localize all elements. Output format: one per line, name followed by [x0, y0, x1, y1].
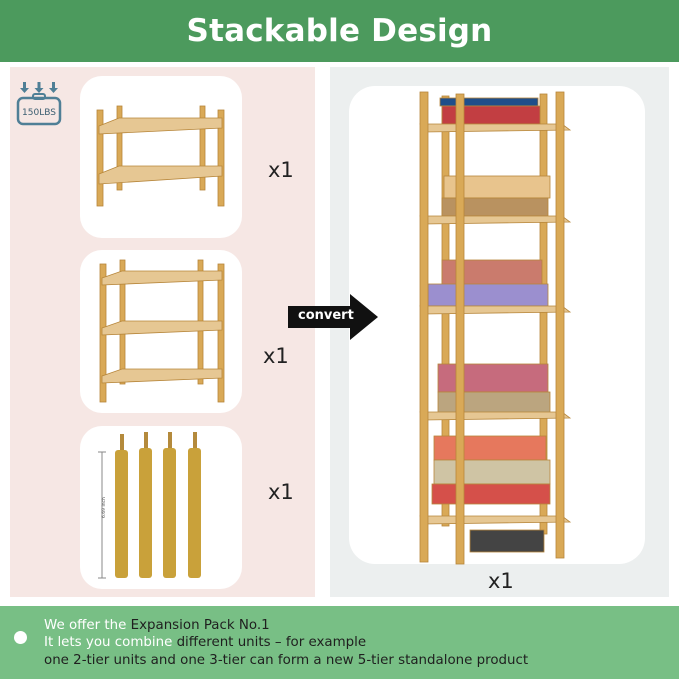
qty-2-tier: x1 — [268, 158, 294, 182]
qty-3-tier: x1 — [263, 344, 289, 368]
qty-legs: x1 — [268, 480, 294, 504]
qty-result: x1 — [488, 569, 514, 593]
footer-line-1: We offer the Expansion Pack No.1 — [44, 618, 270, 633]
capacity-label: 150LBS — [22, 108, 56, 118]
footer-line-3: one 2-tier units and one 3-tier can form… — [44, 653, 529, 668]
footer-line-2-highlight: different units – for example — [176, 635, 367, 650]
footer-line-1-prefix: We offer the — [44, 618, 131, 633]
bullet-icon — [14, 631, 27, 644]
two-tier-shelf-image — [94, 104, 228, 214]
footer-line-1-highlight: Expansion Pack No.1 — [130, 618, 270, 633]
leg-dimension-label: 6.69 inch — [101, 497, 107, 518]
header-banner: Stackable Design — [0, 0, 679, 62]
five-tier-tower-image — [412, 88, 582, 566]
arrow-right-icon — [288, 294, 378, 340]
card-2-tier — [80, 76, 242, 238]
extension-legs-image: 6.69 inch — [96, 430, 226, 582]
card-legs — [80, 426, 242, 589]
convert-label: convert — [298, 308, 354, 323]
three-tier-shelf-image — [98, 258, 228, 406]
page-title: Stackable Design — [186, 13, 493, 49]
weight-capacity-icon: 150LBS — [16, 80, 62, 126]
footer-banner — [0, 606, 679, 679]
footer-line-2-prefix: It lets you combine — [44, 635, 177, 650]
footer-line-2: It lets you combine different units – fo… — [44, 635, 366, 650]
